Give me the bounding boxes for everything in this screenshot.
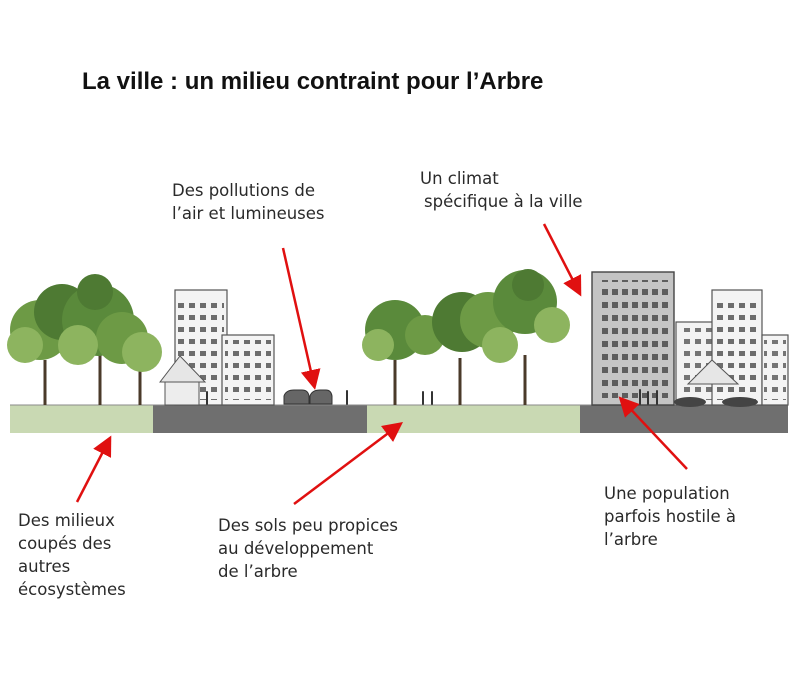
car-1 — [283, 389, 310, 405]
right-buildings — [591, 271, 789, 406]
annotation-isolated: Des milieux coupés des autres écosystème… — [18, 509, 126, 601]
road-right — [580, 405, 788, 433]
annotation-population: Une population parfois hostile à l’arbre — [604, 482, 736, 551]
annotation-soils-line: Des sols peu propices — [218, 516, 399, 535]
trees-center — [362, 269, 570, 405]
road-left — [153, 405, 367, 433]
annotation-population-line: parfois hostile à — [604, 507, 736, 526]
annotation-climate-line: spécifique à la ville — [424, 192, 583, 211]
diagram-title: La ville : un milieu contraint pour l’Ar… — [82, 68, 544, 95]
annotation-isolated-line: autres — [18, 557, 71, 576]
green-ground-left — [10, 405, 153, 433]
annotation-soils: Des sols peu propices au développement d… — [218, 514, 398, 583]
annotation-population-line: l’arbre — [604, 530, 658, 549]
annotation-isolated-line: Des milieux — [18, 511, 115, 530]
green-ground-center — [367, 405, 580, 433]
annotation-climate: Un climat spécifique à la ville — [420, 167, 583, 213]
pedestrians — [206, 389, 658, 405]
annotation-pollution-line: l’air et lumineuses — [172, 204, 325, 223]
trees-left — [7, 274, 162, 405]
annotation-isolated-line: coupés des — [18, 534, 112, 553]
arrow-population — [618, 396, 688, 470]
annotation-arrows — [75, 223, 688, 505]
arrow-isolated — [75, 435, 112, 503]
annotation-isolated-line: écosystèmes — [18, 580, 126, 599]
annotation-climate-line: Un climat — [420, 169, 499, 188]
ground-strip — [10, 404, 788, 433]
annotation-soils-line: au développement — [218, 539, 374, 558]
annotation-pollution: Des pollutions de l’air et lumineuses — [172, 179, 325, 225]
annotation-soils-line: de l’arbre — [218, 562, 298, 581]
arrow-pollution — [281, 247, 321, 390]
arrow-climate — [542, 223, 582, 297]
car-2 — [309, 389, 333, 405]
arrow-soils — [293, 421, 403, 505]
left-buildings — [158, 289, 275, 406]
cars — [283, 389, 758, 407]
annotation-pollution-line: Des pollutions de — [172, 181, 315, 200]
annotation-population-line: Une population — [604, 484, 730, 503]
shelter-right — [686, 359, 740, 385]
